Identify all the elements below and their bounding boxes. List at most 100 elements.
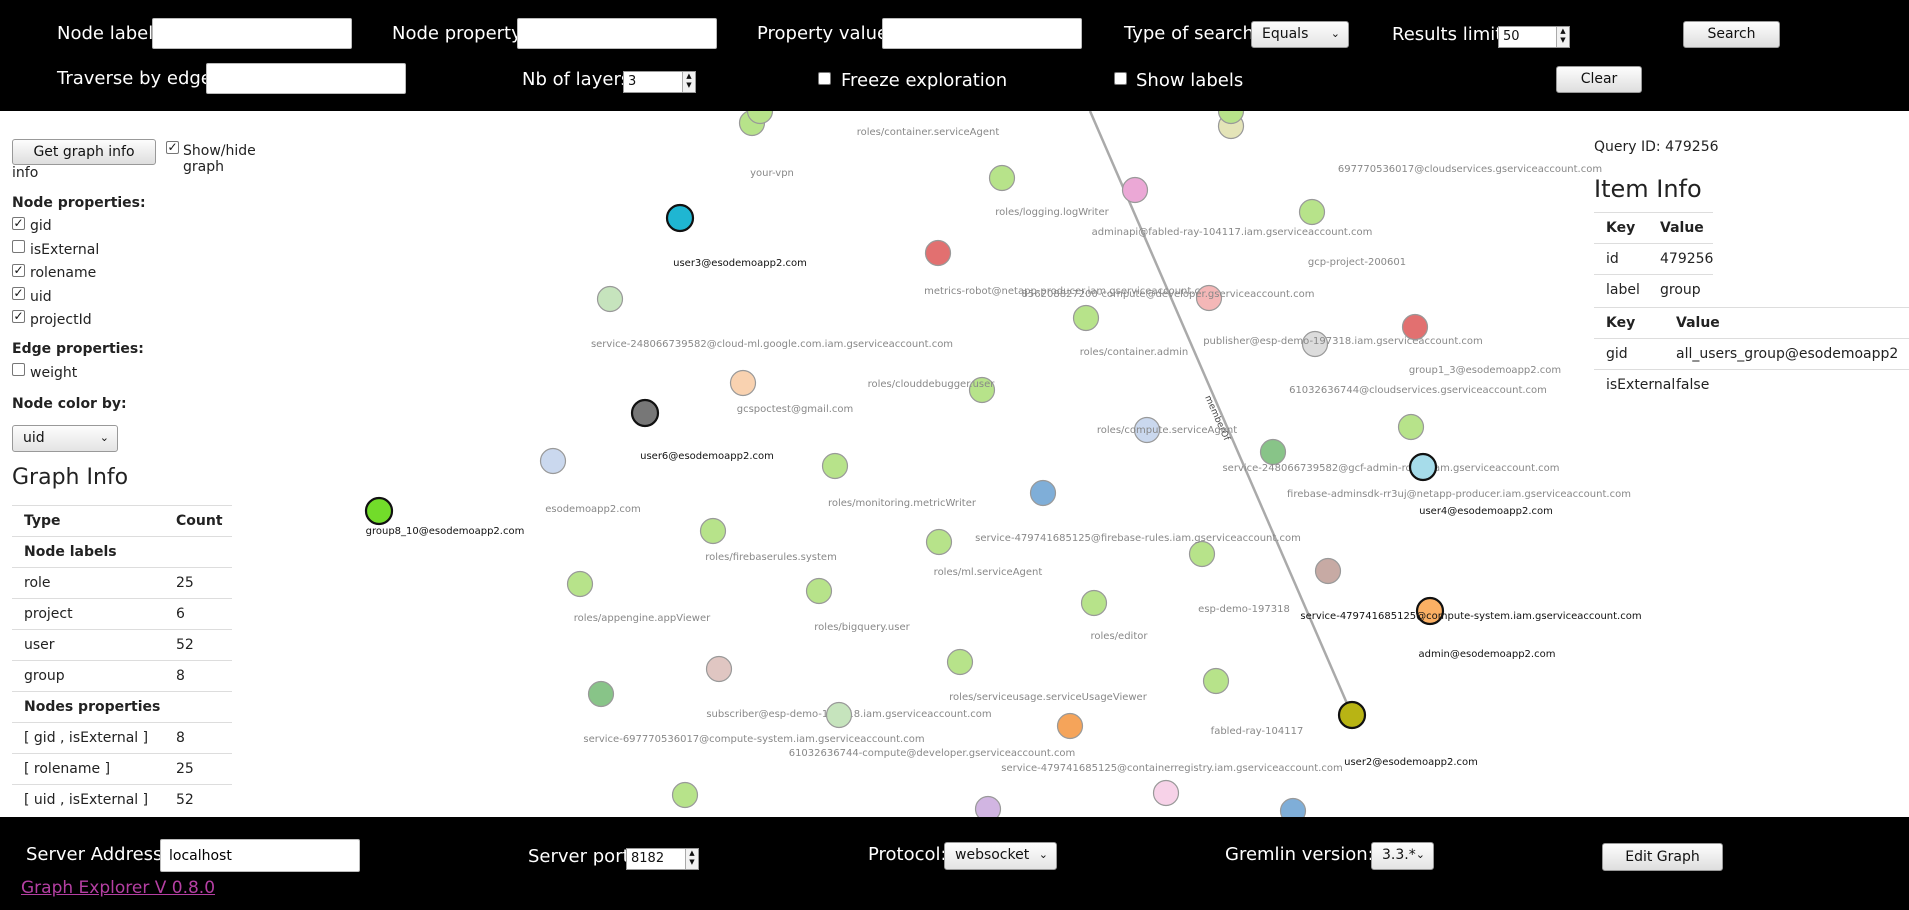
graph-node[interactable]	[1056, 712, 1084, 740]
graph-node[interactable]	[596, 285, 624, 313]
graph-node[interactable]	[1314, 557, 1342, 585]
table-row: group 8	[12, 660, 232, 692]
version-link[interactable]: Graph Explorer V 0.8.0	[21, 878, 216, 898]
show-hide-graph-info-checkbox[interactable]: ✓	[166, 140, 179, 154]
node-prop-checkbox-uid[interactable]: ✓	[12, 286, 25, 300]
node-layer: roles/container.serviceAgentyour-vpnrole…	[364, 111, 1642, 818]
graph-node[interactable]	[1298, 198, 1326, 226]
graph-node[interactable]	[1408, 452, 1438, 482]
get-graph-info-button[interactable]: Get graph info	[12, 139, 156, 165]
graph-node[interactable]	[1133, 416, 1161, 444]
property-value-input[interactable]	[882, 18, 1082, 49]
graph-node[interactable]	[1279, 797, 1307, 818]
graph-node[interactable]	[1195, 284, 1223, 312]
graph-node[interactable]	[729, 369, 757, 397]
node-label: service-479741685125@compute-system.iam.…	[1300, 611, 1641, 622]
graph-node[interactable]	[1337, 700, 1367, 730]
graph-node[interactable]	[968, 376, 996, 404]
graph-node[interactable]	[821, 452, 849, 480]
graph-node[interactable]	[566, 570, 594, 598]
search-type-select[interactable]: Equals ⌄	[1251, 21, 1349, 48]
graph-node[interactable]	[1188, 540, 1216, 568]
traverse-by-edge-input[interactable]	[206, 63, 406, 94]
table-header-value: Value	[1648, 212, 1714, 244]
graph-node[interactable]	[805, 577, 833, 605]
graph-node[interactable]	[705, 655, 733, 683]
node-color-value: uid	[23, 430, 45, 446]
graph-edge[interactable]	[1088, 111, 1354, 716]
node-label-input[interactable]	[152, 18, 352, 49]
server-port-stepper[interactable]: 8182 ▲▼	[626, 848, 699, 870]
node-color-select[interactable]: uid ⌄	[12, 425, 118, 452]
graph-node[interactable]	[539, 447, 567, 475]
edge-prop-checkbox-weight[interactable]	[12, 363, 25, 376]
node-label: service-248066739582@cloud-ml.google.com…	[591, 339, 953, 350]
graph-info-title: Graph Info	[12, 465, 129, 490]
graph-node[interactable]	[587, 680, 615, 708]
graph-node[interactable]	[1415, 596, 1445, 626]
graph-node[interactable]	[671, 781, 699, 809]
graph-node[interactable]	[1072, 304, 1100, 332]
node-prop-checkbox-isexternal[interactable]	[12, 240, 25, 253]
graph-node[interactable]	[946, 648, 974, 676]
graph-node[interactable]	[988, 164, 1016, 192]
table-header-type: Type	[12, 505, 164, 537]
table-row: project 6	[12, 598, 232, 630]
nb-layers-stepper[interactable]: 3 ▲▼	[623, 71, 696, 93]
graph-node[interactable]	[1401, 313, 1429, 341]
stepper-arrows-icon[interactable]: ▲▼	[685, 849, 698, 869]
graph-node[interactable]	[746, 111, 774, 125]
graph-node[interactable]	[1080, 589, 1108, 617]
node-label: roles/editor	[1091, 631, 1149, 642]
graph-node[interactable]	[665, 203, 695, 233]
node-label: 697770536017@cloudservices.gserviceaccou…	[1338, 164, 1602, 175]
graph-node[interactable]	[1121, 176, 1149, 204]
graph-node[interactable]	[1259, 438, 1287, 466]
search-toolbar: Node label: Node property: Property valu…	[0, 0, 1909, 111]
stepper-arrows-icon[interactable]: ▲▼	[1556, 27, 1569, 47]
search-button[interactable]: Search	[1683, 21, 1780, 48]
graph-node[interactable]	[1152, 779, 1180, 807]
graph-node[interactable]	[1397, 413, 1425, 441]
server-address-input[interactable]	[160, 839, 360, 872]
table-cell-key: isExternal	[1594, 369, 1675, 400]
table-cell-count: 52	[164, 784, 232, 815]
node-label: roles/firebaserules.system	[705, 552, 837, 563]
node-label: metrics-robot@netapp-producer.iam.gservi…	[924, 286, 1216, 297]
graph-node[interactable]	[925, 528, 953, 556]
show-labels-checkbox[interactable]	[1114, 72, 1127, 85]
node-prop-label-uid: uid	[30, 289, 52, 305]
edit-graph-button[interactable]: Edit Graph	[1602, 843, 1723, 871]
results-limit-stepper[interactable]: 50 ▲▼	[1498, 26, 1570, 48]
freeze-exploration-label: Freeze exploration	[841, 70, 1008, 91]
graph-node[interactable]	[1202, 667, 1230, 695]
graph-node[interactable]	[825, 701, 853, 729]
node-property-label: Node property:	[392, 23, 527, 44]
node-prop-checkbox-rolename[interactable]: ✓	[12, 263, 25, 277]
node-color-heading: Node color by:	[12, 396, 127, 412]
graph-node[interactable]	[1301, 330, 1329, 358]
node-label: group1_3@esodemoapp2.com	[1409, 365, 1561, 376]
graph-node[interactable]	[924, 239, 952, 267]
graph-node[interactable]	[1217, 111, 1245, 125]
clear-button[interactable]: Clear	[1556, 66, 1642, 93]
item-info-title: Item Info	[1594, 175, 1702, 203]
gremlin-version-select[interactable]: 3.3.* ⌄	[1371, 842, 1434, 870]
stepper-arrows-icon[interactable]: ▲▼	[682, 72, 695, 92]
graph-node[interactable]	[1029, 479, 1057, 507]
node-label: user3@esodemoapp2.com	[673, 258, 807, 269]
graph-node[interactable]	[974, 795, 1002, 818]
node-prop-checkbox-projectid[interactable]: ✓	[12, 309, 25, 323]
node-prop-checkbox-gid[interactable]: ✓	[12, 216, 25, 230]
graph-node[interactable]	[630, 398, 660, 428]
table-header-row: Key Value	[1594, 212, 1714, 244]
graph-node[interactable]	[699, 517, 727, 545]
freeze-exploration-checkbox[interactable]	[818, 72, 831, 85]
table-cell-count: 52	[164, 629, 232, 661]
protocol-select[interactable]: websocket ⌄	[944, 842, 1057, 870]
graph-node[interactable]	[364, 496, 394, 526]
node-property-input[interactable]	[517, 18, 717, 49]
graph-svg[interactable]: memberOf roles/container.serviceAgentyou…	[0, 111, 1909, 817]
query-id: Query ID: 479256	[1594, 139, 1719, 155]
